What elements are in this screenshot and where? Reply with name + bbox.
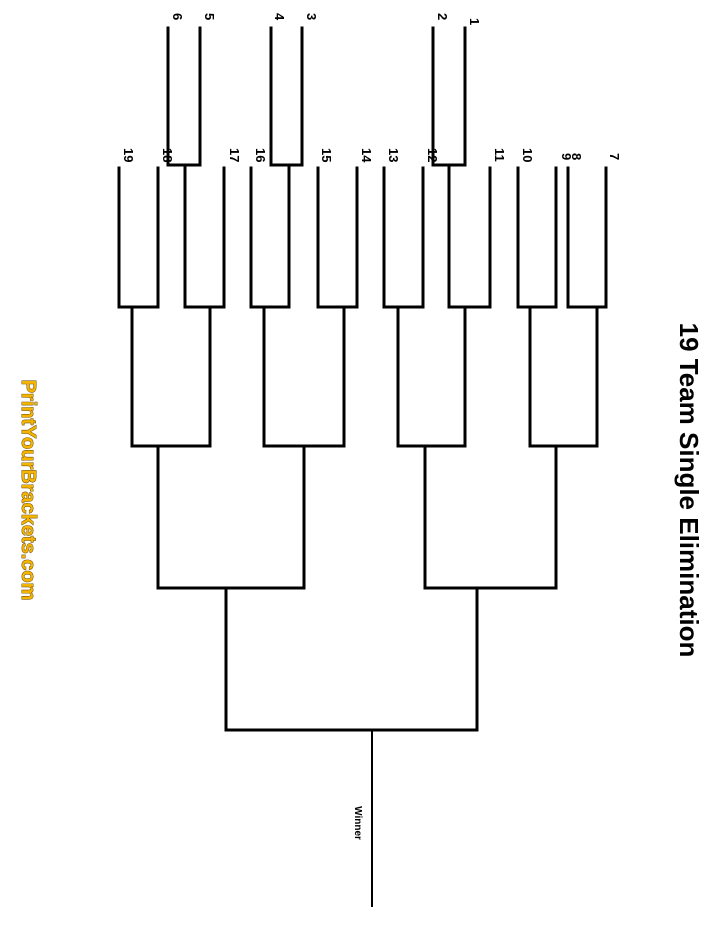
playin-match-5-6 [166, 26, 202, 309]
seed-label-1: 1 [467, 18, 482, 25]
seed-label-16: 16 [253, 148, 268, 162]
winner-label: Winner [352, 806, 363, 840]
round1-match-17 [183, 166, 226, 309]
round1-match-11-12 [421, 166, 492, 309]
bracket-title: 19 Team Single Elimination [674, 323, 704, 658]
seed-label-5: 5 [202, 13, 217, 20]
final-match [224, 586, 479, 732]
playin-match-1-2 [431, 26, 467, 309]
seed-label-10: 10 [520, 148, 535, 162]
seed-label-19: 19 [121, 148, 136, 162]
seed-label-13: 13 [386, 148, 401, 162]
round1-match-9-10 [516, 166, 558, 309]
seed-label-8: 8 [569, 153, 584, 160]
seed-labels: 1 2 3 4 5 6 7 8 9 10 11 12 13 14 15 16 1… [121, 13, 622, 163]
round1-match-18-19 [117, 166, 160, 309]
seed-label-7: 7 [607, 153, 622, 160]
seed-label-15: 15 [319, 148, 334, 162]
semifinal-left [156, 444, 306, 590]
seed-label-11: 11 [492, 148, 507, 162]
seed-label-6: 6 [170, 13, 185, 20]
round2-match-a [528, 305, 599, 448]
seed-label-17: 17 [227, 148, 242, 162]
brand-watermark: PrintYourBrackets.com [17, 380, 39, 601]
round1-match-16 [249, 166, 291, 309]
round2-match-b [396, 305, 467, 448]
seed-label-3: 3 [304, 13, 319, 20]
round1-match-7-8 [566, 166, 608, 309]
round2-match-d [130, 305, 212, 448]
round1-match-14-15 [316, 166, 359, 309]
round1-match-13 [382, 166, 425, 309]
round2-match-c [262, 305, 346, 448]
semifinal-right [423, 444, 558, 590]
seed-label-14: 14 [359, 148, 374, 163]
playin-match-3-4 [269, 26, 304, 309]
seed-label-4: 4 [272, 13, 287, 21]
seed-label-2: 2 [435, 13, 450, 20]
seed-label-9: 9 [559, 153, 574, 160]
